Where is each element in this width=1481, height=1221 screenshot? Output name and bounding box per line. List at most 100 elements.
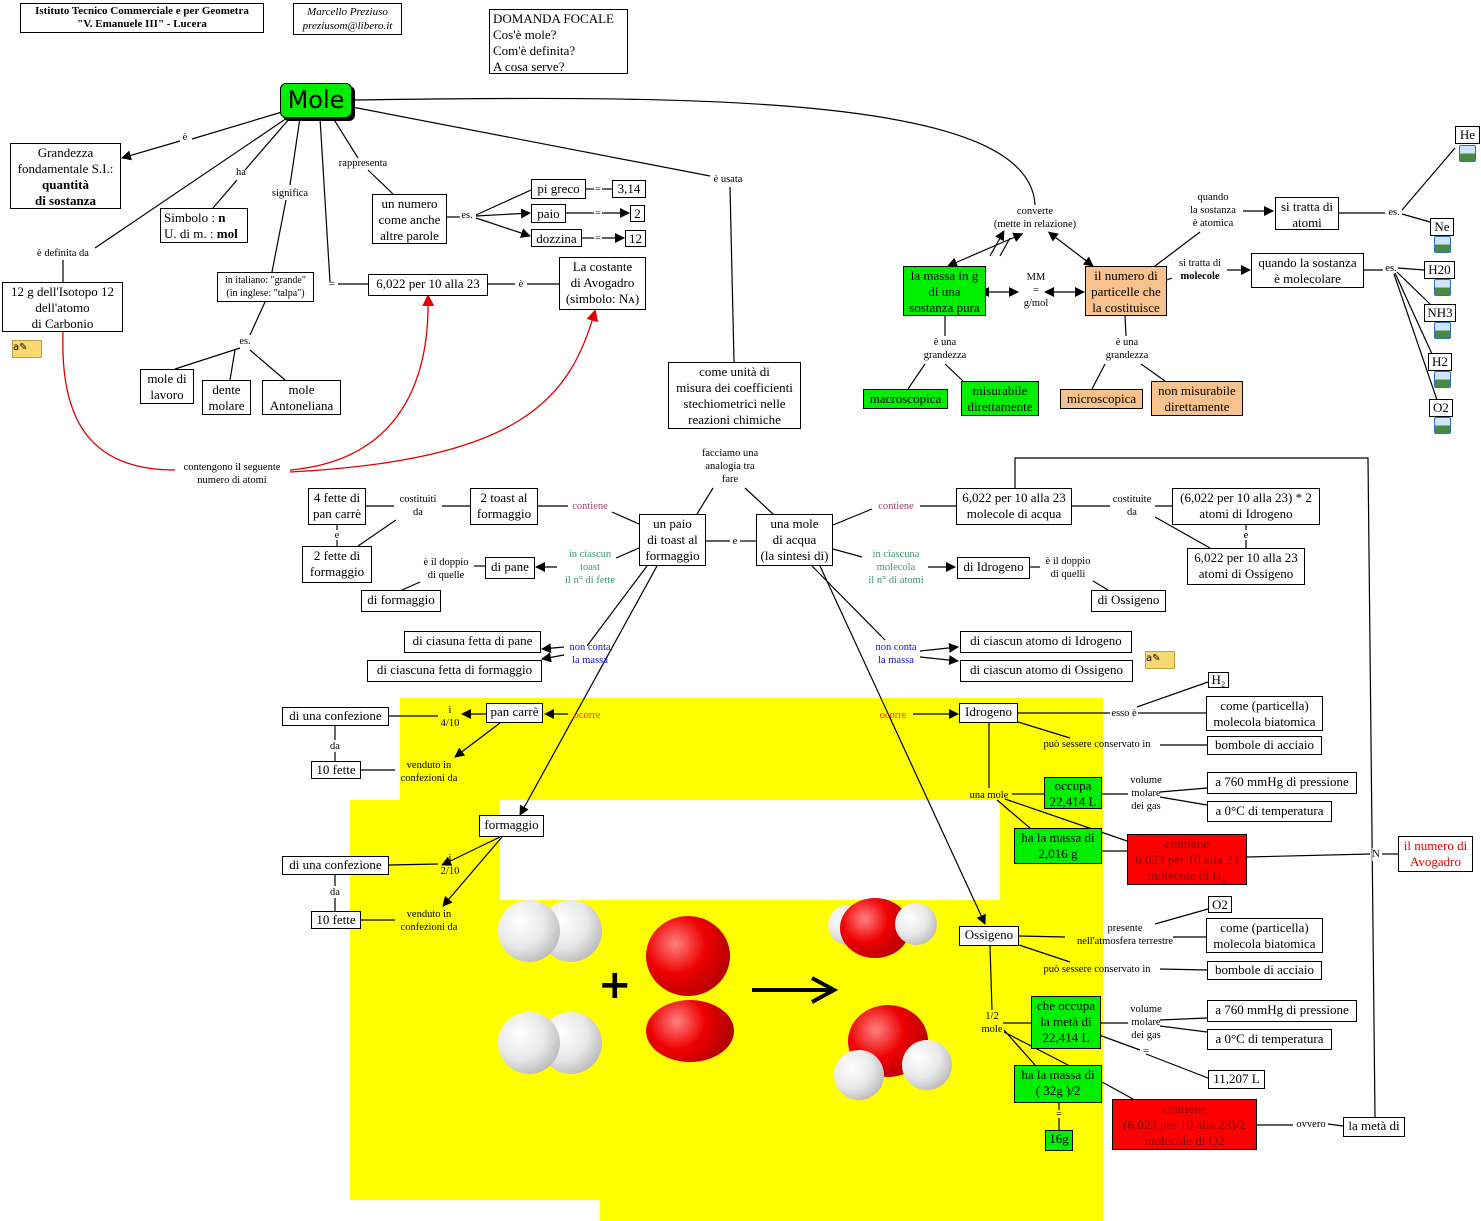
node-biatomica-2[interactable]: come (particella) molecola biatomica (1206, 918, 1323, 953)
link-label: e (732, 536, 738, 547)
node-paio[interactable]: paio (531, 204, 566, 223)
node-atomi-ossigeno[interactable]: 6,022 per 10 alla 23 atomi di Ossigeno (1187, 548, 1305, 585)
node-314[interactable]: 3,14 (612, 180, 646, 198)
note-icon[interactable]: a✎ (12, 340, 42, 358)
image-icon[interactable] (1434, 279, 1451, 296)
node-contiene-o[interactable]: contiene (6,023 per 10 alla 23)/2 moleco… (1112, 1099, 1257, 1150)
node-pressione-2[interactable]: a 760 mmHg di pressione (1207, 1000, 1357, 1022)
node-2-toast[interactable]: 2 toast al formaggio (470, 488, 538, 525)
node-atomi[interactable]: si tratta di atomi (1275, 197, 1339, 230)
node-bombole-2[interactable]: bombole di acciaio (1207, 961, 1322, 980)
link-label: quando la sostanza è atomica (1190, 192, 1236, 229)
node-di-pane[interactable]: di pane (485, 557, 535, 579)
image-icon[interactable] (1434, 417, 1451, 434)
yellow-background (600, 1200, 1103, 1221)
node-o2[interactable]: O2 (1429, 399, 1453, 417)
oxygen-atom (646, 916, 730, 996)
node-di-idrogeno[interactable]: di Idrogeno (957, 557, 1030, 579)
node-text-bold: n (218, 210, 226, 225)
node-massa-o[interactable]: ha la massa di ( 32g )/2 (1014, 1065, 1102, 1103)
node-h2o[interactable]: H20 (1424, 261, 1455, 279)
node-simbolo[interactable]: Simbolo : n U. di m. : mol (160, 208, 248, 243)
node-unita-misura[interactable]: come unità di misura dei coefficienti st… (668, 362, 801, 429)
node-h2-formula[interactable]: H₂ (1208, 672, 1229, 688)
node-text-bold: mol (216, 226, 238, 241)
node-paio-toast[interactable]: un paio di toast al formaggio (639, 514, 706, 566)
node-fetta-formaggio[interactable]: di ciascuna fetta di formaggio (367, 660, 542, 682)
node-dente-molare[interactable]: dente molare (202, 380, 251, 415)
node-bombole-1[interactable]: bombole di acciaio (1207, 736, 1322, 755)
node-mole-lavoro[interactable]: mole di lavoro (140, 369, 194, 404)
link-label: è (518, 279, 524, 290)
note-icon[interactable]: a✎ (1145, 651, 1175, 669)
node-occupa[interactable]: occupa 22,414 L (1044, 777, 1102, 809)
node-atomo-ossigeno[interactable]: di ciascun atomo di Ossigeno (960, 660, 1133, 682)
image-icon[interactable] (1459, 145, 1476, 162)
node-atomi-idrogeno[interactable]: (6,022 per 10 alla 23) * 2 atomi di Idro… (1172, 488, 1320, 525)
node-confezione-1[interactable]: di una confezione (282, 707, 389, 726)
node-contiene-h[interactable]: contiene 6,023 per 10 alla 23 molecole d… (1127, 834, 1247, 885)
node-massa-h[interactable]: ha la massa di 2,016 g (1014, 828, 1102, 864)
node-italiano[interactable]: in italiano: "grande" (in inglese: "talp… (217, 272, 314, 302)
link-label: contiene (572, 501, 608, 512)
node-10-fette-2[interactable]: 10 fette (311, 911, 361, 929)
node-12[interactable]: 12 (625, 230, 646, 247)
node-molecolare[interactable]: quando la sostanza è molecolare (1251, 253, 1364, 288)
node-molecole-acqua[interactable]: 6,022 per 10 alla 23 molecole di acqua (956, 488, 1072, 525)
node-2[interactable]: 2 (630, 205, 645, 222)
node-o2-formula[interactable]: O2 (1208, 896, 1232, 913)
image-icon[interactable] (1434, 322, 1451, 339)
node-microscopica[interactable]: microscopica (1060, 389, 1143, 409)
node-idrogeno[interactable]: Idrogeno (959, 703, 1018, 723)
node-occupa-meta[interactable]: che occupa la metà di 22,414 L (1031, 996, 1101, 1049)
node-pressione-1[interactable]: a 760 mmHg di pressione (1207, 772, 1357, 794)
node-h2[interactable]: H2 (1428, 353, 1452, 371)
node-meta[interactable]: la metà di (1343, 1117, 1405, 1137)
node-biatomica-1[interactable]: come (particella) molecola biatomica (1206, 696, 1323, 731)
node-numero-avogadro[interactable]: il numero di Avogadro (1398, 836, 1473, 872)
node-nh3[interactable]: NH3 (1424, 304, 1456, 322)
node-di-ossigeno[interactable]: di Ossigeno (1091, 590, 1166, 612)
node-temperatura-1[interactable]: a 0°C di temperatura (1207, 801, 1332, 822)
node-dozzina[interactable]: dozzina (531, 229, 582, 247)
image-icon[interactable] (1434, 236, 1451, 253)
node-16g[interactable]: 16g (1045, 1130, 1073, 1151)
node-he[interactable]: He (1455, 126, 1480, 144)
node-grandezza[interactable]: Grandezza fondamentale S.I.: quantità di… (10, 143, 121, 209)
link-label: può sessere conservato in (1043, 739, 1151, 750)
node-non-misurabile[interactable]: non misurabile direttamente (1151, 381, 1243, 416)
hydrogen-atom (498, 900, 560, 962)
node-macroscopica[interactable]: macroscopica (863, 389, 948, 409)
link-label: presente nell'atmosfera terrestre (1076, 923, 1174, 947)
node-10-fette-1[interactable]: 10 fette (311, 761, 361, 779)
node-mole-antoneliana[interactable]: mole Antoneliana (262, 380, 341, 415)
node-ne[interactable]: Ne (1430, 218, 1454, 236)
link-label: non conta la massa (875, 642, 917, 666)
root-concept-mole[interactable]: Mole (280, 83, 352, 118)
node-massa[interactable]: la massa in g di una sostanza pura (903, 266, 986, 316)
node-temperatura-2[interactable]: a 0°C di temperatura (1207, 1029, 1332, 1050)
node-misurabile[interactable]: misurabile direttamente (961, 381, 1039, 416)
node-fetta-pane[interactable]: di ciasuna fetta di pane (404, 631, 541, 653)
node-isotopo[interactable]: 12 g dell'Isotopo 12 dell'atomo di Carbo… (2, 282, 123, 332)
link-label: è definita da (37, 248, 89, 259)
node-2-fette[interactable]: 2 fette di formaggio (302, 546, 372, 583)
node-formaggio[interactable]: formaggio (479, 815, 544, 837)
node-atomo-idrogeno[interactable]: di ciascun atomo di Idrogeno (960, 631, 1132, 653)
node-avogadro-number[interactable]: 6,022 per 10 alla 23 (368, 274, 488, 296)
node-text: Grandezza fondamentale S.I.: (17, 145, 114, 176)
node-mole-acqua[interactable]: una mole di acqua (la sintesi di) (756, 514, 833, 566)
node-pan-carre[interactable]: pan carrè (486, 703, 543, 723)
node-confezione-2[interactable]: di una confezione (282, 856, 389, 875)
image-icon[interactable] (1434, 371, 1451, 388)
node-4-fette[interactable]: 4 fette di pan carrè (308, 488, 366, 525)
node-costante-avogadro[interactable]: La costante di Avogadro (simbolo: Nᴀ) (559, 257, 646, 310)
node-numero[interactable]: un numero come anche altre parole (372, 194, 447, 244)
node-11207[interactable]: 11,207 L (1208, 1070, 1265, 1089)
node-particelle[interactable]: il numero di particelle che la costituis… (1085, 266, 1167, 316)
node-di-formaggio[interactable]: di formaggio (361, 590, 441, 612)
node-ossigeno[interactable]: Ossigeno (959, 926, 1019, 946)
link-label: non conta la massa (569, 642, 611, 666)
link-label: N (1372, 848, 1380, 861)
node-pi-greco[interactable]: pi greco (531, 179, 586, 199)
